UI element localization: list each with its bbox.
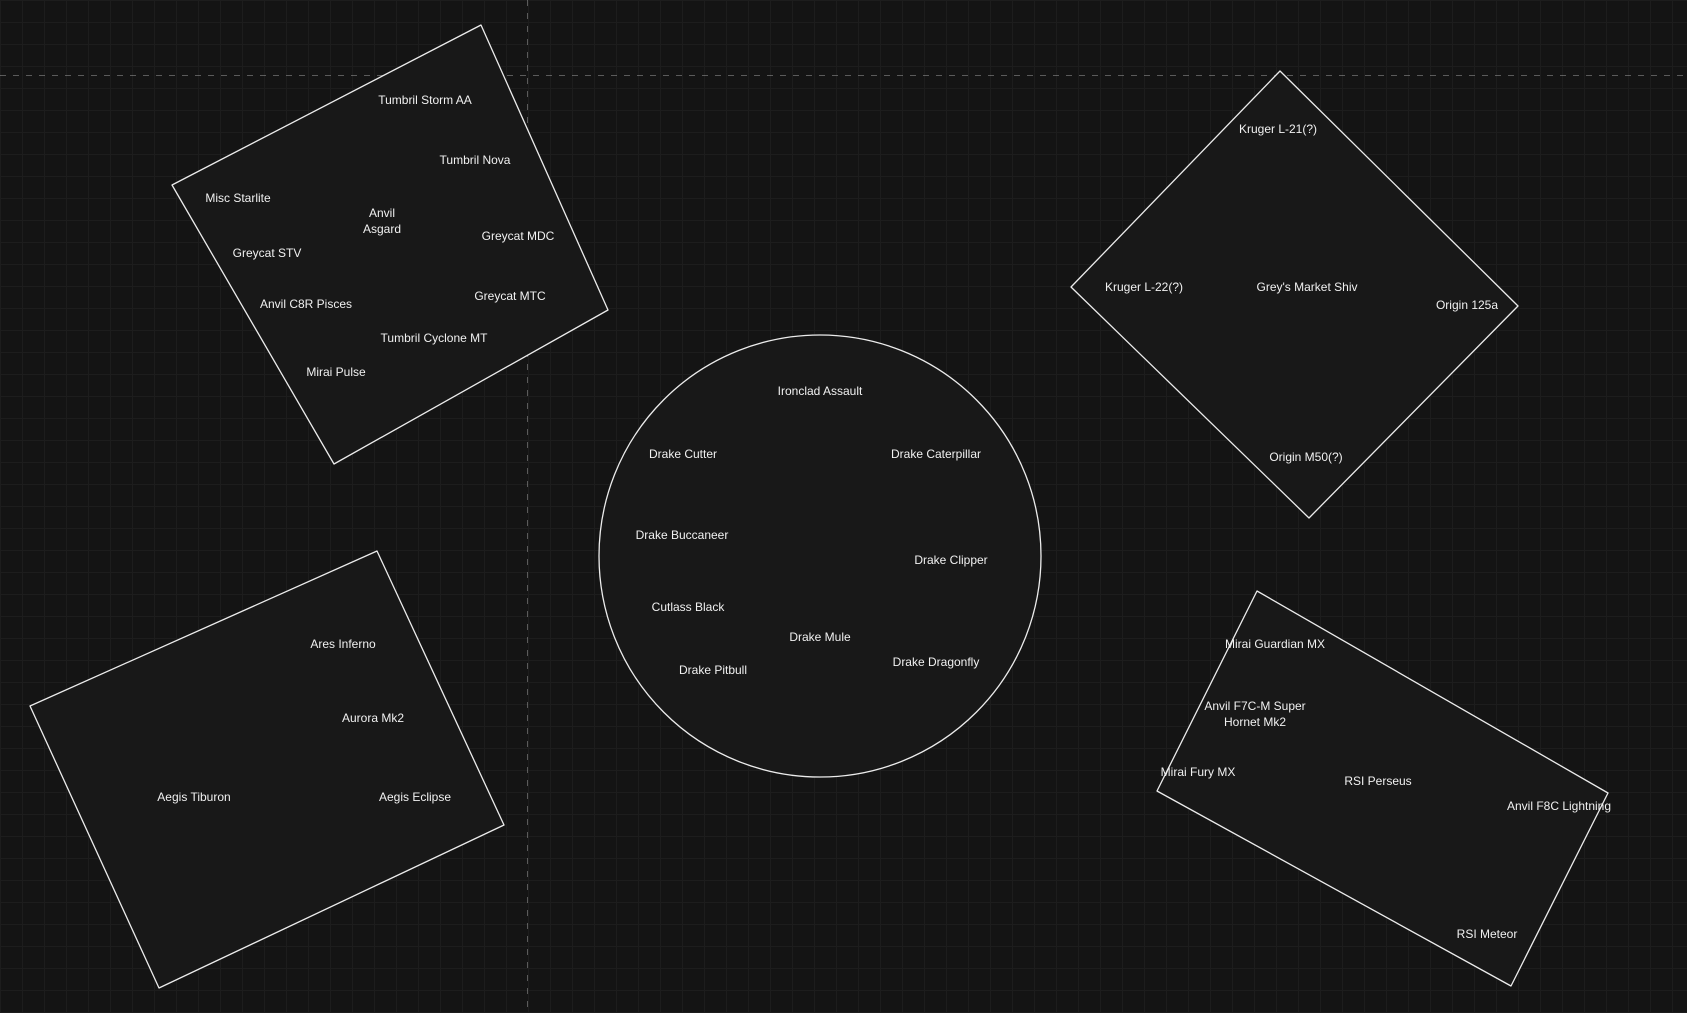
bottom-right-rectangle-shape[interactable] — [1156, 590, 1609, 987]
ship-label[interactable]: Greycat MDC — [481, 228, 555, 243]
center-circle-shape[interactable] — [598, 334, 1042, 778]
ship-label[interactable]: RSI Meteor — [1456, 926, 1518, 941]
ship-label[interactable]: Aegis Eclipse — [378, 789, 452, 804]
ship-label[interactable]: Kruger L-21(?) — [1238, 121, 1318, 136]
ship-label[interactable]: Drake Buccaneer — [635, 527, 729, 542]
top-right-diamond-shape[interactable] — [1070, 70, 1519, 519]
ship-label[interactable]: Ironclad Assault — [777, 383, 863, 398]
ship-label[interactable]: Anvil Asgard — [362, 205, 402, 236]
top-left-rectangle-shape[interactable] — [171, 24, 609, 465]
ship-label[interactable]: Drake Cutter — [648, 446, 718, 461]
ship-label[interactable]: Aurora Mk2 — [341, 710, 405, 725]
ship-label[interactable]: Anvil F8C Lightning — [1506, 798, 1612, 813]
ship-label[interactable]: Ares Inferno — [310, 636, 376, 651]
ship-label[interactable]: Origin 125a — [1435, 297, 1499, 312]
ship-label[interactable]: Cutlass Black — [651, 599, 725, 614]
ship-label[interactable]: Drake Pitbull — [678, 662, 748, 677]
ship-label[interactable]: Tumbril Storm AA — [378, 92, 472, 107]
ship-label[interactable]: Greycat MTC — [474, 288, 546, 303]
ship-label[interactable]: Drake Mule — [789, 629, 851, 644]
ship-label[interactable]: Tumbril Cyclone MT — [380, 330, 488, 345]
ship-label[interactable]: Tumbril Nova — [439, 152, 511, 167]
ship-label[interactable]: Misc Starlite — [205, 190, 271, 205]
horizontal-guide-line — [0, 75, 1687, 76]
ship-label[interactable]: Drake Clipper — [914, 552, 988, 567]
ship-label[interactable]: Grey's Market Shiv — [1256, 279, 1358, 294]
ship-label[interactable]: Mirai Fury MX — [1160, 764, 1236, 779]
bottom-left-rectangle-shape[interactable] — [29, 550, 505, 989]
ship-label[interactable]: Origin M50(?) — [1269, 449, 1343, 464]
ship-label[interactable]: Anvil F7C-M Super Hornet Mk2 — [1204, 698, 1306, 729]
ship-label[interactable]: Drake Dragonfly — [892, 654, 980, 669]
ship-label[interactable]: Greycat STV — [232, 245, 302, 260]
ship-label[interactable]: Mirai Guardian MX — [1224, 636, 1326, 651]
vertical-guide-line — [527, 0, 528, 1013]
ship-label[interactable]: Mirai Pulse — [306, 364, 366, 379]
ship-label[interactable]: RSI Perseus — [1344, 773, 1412, 788]
ship-label[interactable]: Drake Caterpillar — [890, 446, 982, 461]
ship-label[interactable]: Anvil C8R Pisces — [259, 296, 353, 311]
ship-label[interactable]: Aegis Tiburon — [157, 789, 231, 804]
ship-label[interactable]: Kruger L-22(?) — [1104, 279, 1184, 294]
